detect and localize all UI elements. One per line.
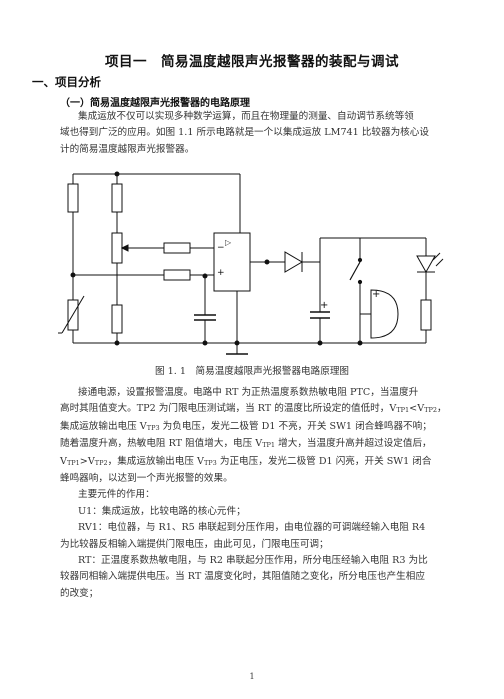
intro-line-2: 域也得到广泛的应用。如图 1.1 所示电路就是一个以集成运放 LM741 比较器… <box>60 127 429 139</box>
opamp-triangle-mark: ▷ <box>225 238 232 247</box>
component-u1: U1：集成运放，比较电路的核心元件； <box>78 505 246 517</box>
component-rt: RT：正温度系数热敏电阻，与 R2 串联起分压作用，所分电压经输入电阻 R3 为… <box>78 555 428 567</box>
section-heading: 一、项目分析 <box>32 75 101 89</box>
potentiometer-rv1 <box>111 232 123 264</box>
resistor-r1 <box>111 183 123 213</box>
switch-sw1 <box>349 261 361 281</box>
resistor-r3 <box>163 269 191 281</box>
opamp-plus-label: + <box>217 268 225 278</box>
page-title: 项目一 简易温度越限声光报警器的装配与调试 <box>105 54 399 70</box>
opamp-minus-label: − <box>217 243 225 253</box>
resistor-r4 <box>163 242 191 254</box>
buzzer <box>370 289 399 339</box>
figure-caption: 图 1. 1 简易温度越限声光报警器电路原理图 <box>154 366 350 377</box>
resistor-led <box>420 299 432 331</box>
intro-line-3: 计的简易温度越限声光报警器。 <box>60 143 195 155</box>
components-heading: 主要元件的作用： <box>78 489 155 501</box>
page-number: 1 <box>249 672 255 681</box>
operation-paragraph: 接通电源，设置报警温度。电路中 RT 为正热温度系数热敏电阻 PTC，当温度升 … <box>60 385 460 602</box>
resistor-r2 <box>67 183 79 213</box>
led-indicator <box>416 255 436 274</box>
diode-d1 <box>284 251 303 273</box>
opamp-u1 <box>213 232 251 292</box>
intro-line-1: 集成运放不仅可以实现多种数学运算，而且在物理量的测量、自动调节系统等领 <box>78 111 414 122</box>
intro-paragraph: 集成运放不仅可以实现多种数学运算，而且在物理量的测量、自动调节系统等领 域也得到… <box>60 109 460 158</box>
component-rv1: RV1：电位器，与 R1、R5 串联起到分压作用，由电位器的可调端经输入电阻 R… <box>78 522 426 534</box>
subsection-heading: （一）简易温度越限声光报警器的电路原理 <box>60 98 250 109</box>
resistor-r5 <box>111 304 123 334</box>
